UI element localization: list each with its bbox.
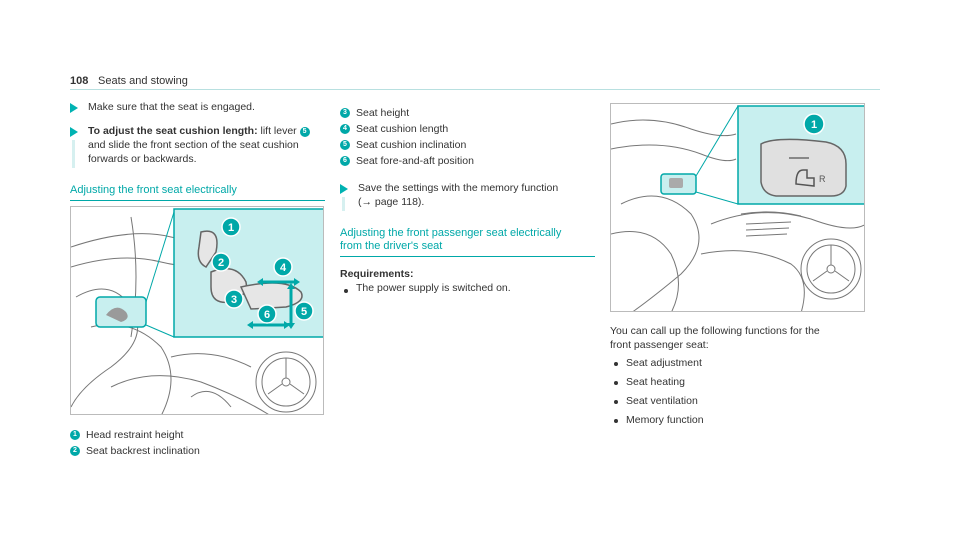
- legend-number: 4: [340, 124, 350, 134]
- legend-number: 1: [70, 430, 80, 440]
- legend-text: Head restraint height: [86, 429, 184, 441]
- heading-line: Adjusting the front passenger seat elect…: [340, 227, 562, 239]
- column-left: Make sure that the seat is engaged. To a…: [70, 100, 325, 211]
- legend-text: Seat cushion length: [356, 123, 449, 135]
- requirement-item: The power supply is switched on.: [340, 281, 595, 295]
- legend-left: 1 Head restraint height 2 Seat backrest …: [70, 427, 325, 459]
- section-title: Seats and stowing: [98, 75, 188, 87]
- legend-number: 5: [340, 140, 350, 150]
- callout-2: 2: [218, 257, 224, 269]
- instruction-text: Make sure that the seat is engaged.: [88, 101, 255, 113]
- legend-item: 6 Seat fore-and-aft position: [340, 153, 595, 169]
- instruction-text: Save the settings with the memory functi…: [358, 182, 559, 194]
- intro-line: front passenger seat:: [610, 339, 709, 351]
- column-middle: 3 Seat height 4 Seat cushion length 5 Se…: [340, 105, 595, 295]
- legend-number: 6: [340, 156, 350, 166]
- callout-3: 3: [231, 294, 237, 306]
- bullet-item: Seat ventilation: [610, 392, 865, 411]
- bullet-item: Memory function: [610, 411, 865, 430]
- intro-line: You can call up the following functions …: [610, 325, 820, 337]
- section-heading: Adjusting the front passenger seat elect…: [340, 227, 595, 257]
- legend-item: 5 Seat cushion inclination: [340, 137, 595, 153]
- legend-item: 4 Seat cushion length: [340, 121, 595, 137]
- play-arrow-icon: [70, 127, 78, 137]
- bullet-item: Seat adjustment: [610, 354, 865, 373]
- instruction-text: and slide the front section of the seat …: [88, 139, 299, 165]
- play-arrow-icon: [340, 184, 348, 194]
- callout-1: 1: [228, 222, 234, 234]
- heading-line: from the driver's seat: [340, 240, 443, 252]
- play-arrow-icon: [70, 103, 78, 113]
- callout-ref: 5: [299, 127, 310, 137]
- figure-seat-controls: 1 2 3 4 5 6: [70, 206, 324, 415]
- door-panel-illustration: R 1: [611, 105, 864, 311]
- instruction-step: Save the settings with the memory functi…: [340, 181, 595, 211]
- svg-text:R: R: [819, 174, 826, 184]
- section-heading: Adjusting the front seat electrically: [70, 184, 325, 201]
- legend-text: Seat cushion inclination: [356, 139, 467, 151]
- callout-6: 6: [264, 309, 270, 321]
- bullet-item: Seat heating: [610, 373, 865, 392]
- callout-5: 5: [301, 306, 307, 318]
- instruction-step: Make sure that the seat is engaged.: [70, 100, 325, 114]
- callout-4: 4: [280, 262, 287, 274]
- column-right: You can call up the following functions …: [610, 324, 865, 430]
- figure-passenger-seat-button: R 1: [610, 103, 865, 312]
- instruction-bold: To adjust the seat cushion length:: [88, 125, 258, 137]
- legend-item: 1 Head restraint height: [70, 427, 325, 443]
- legend-number: 3: [340, 108, 350, 118]
- legend-item: 3 Seat height: [340, 105, 595, 121]
- page-reference[interactable]: (→ page 118).: [358, 196, 425, 208]
- legend-number: 2: [70, 446, 80, 456]
- instruction-text: lift lever: [260, 125, 297, 137]
- page-number: 108: [70, 75, 89, 87]
- legend-item: 2 Seat backrest inclination: [70, 443, 325, 459]
- legend-text: Seat height: [356, 107, 410, 119]
- instruction-step: To adjust the seat cushion length: lift …: [70, 124, 325, 168]
- callout-1: 1: [811, 119, 817, 131]
- step-bar: [342, 197, 345, 211]
- legend-text: Seat backrest inclination: [86, 445, 200, 457]
- legend-text: Seat fore-and-aft position: [356, 155, 474, 167]
- requirements-label: Requirements:: [340, 268, 414, 280]
- page-header: 108 Seats and stowing: [70, 72, 880, 90]
- step-bar: [72, 140, 75, 168]
- seat-controls-illustration: 1 2 3 4 5 6: [71, 208, 323, 414]
